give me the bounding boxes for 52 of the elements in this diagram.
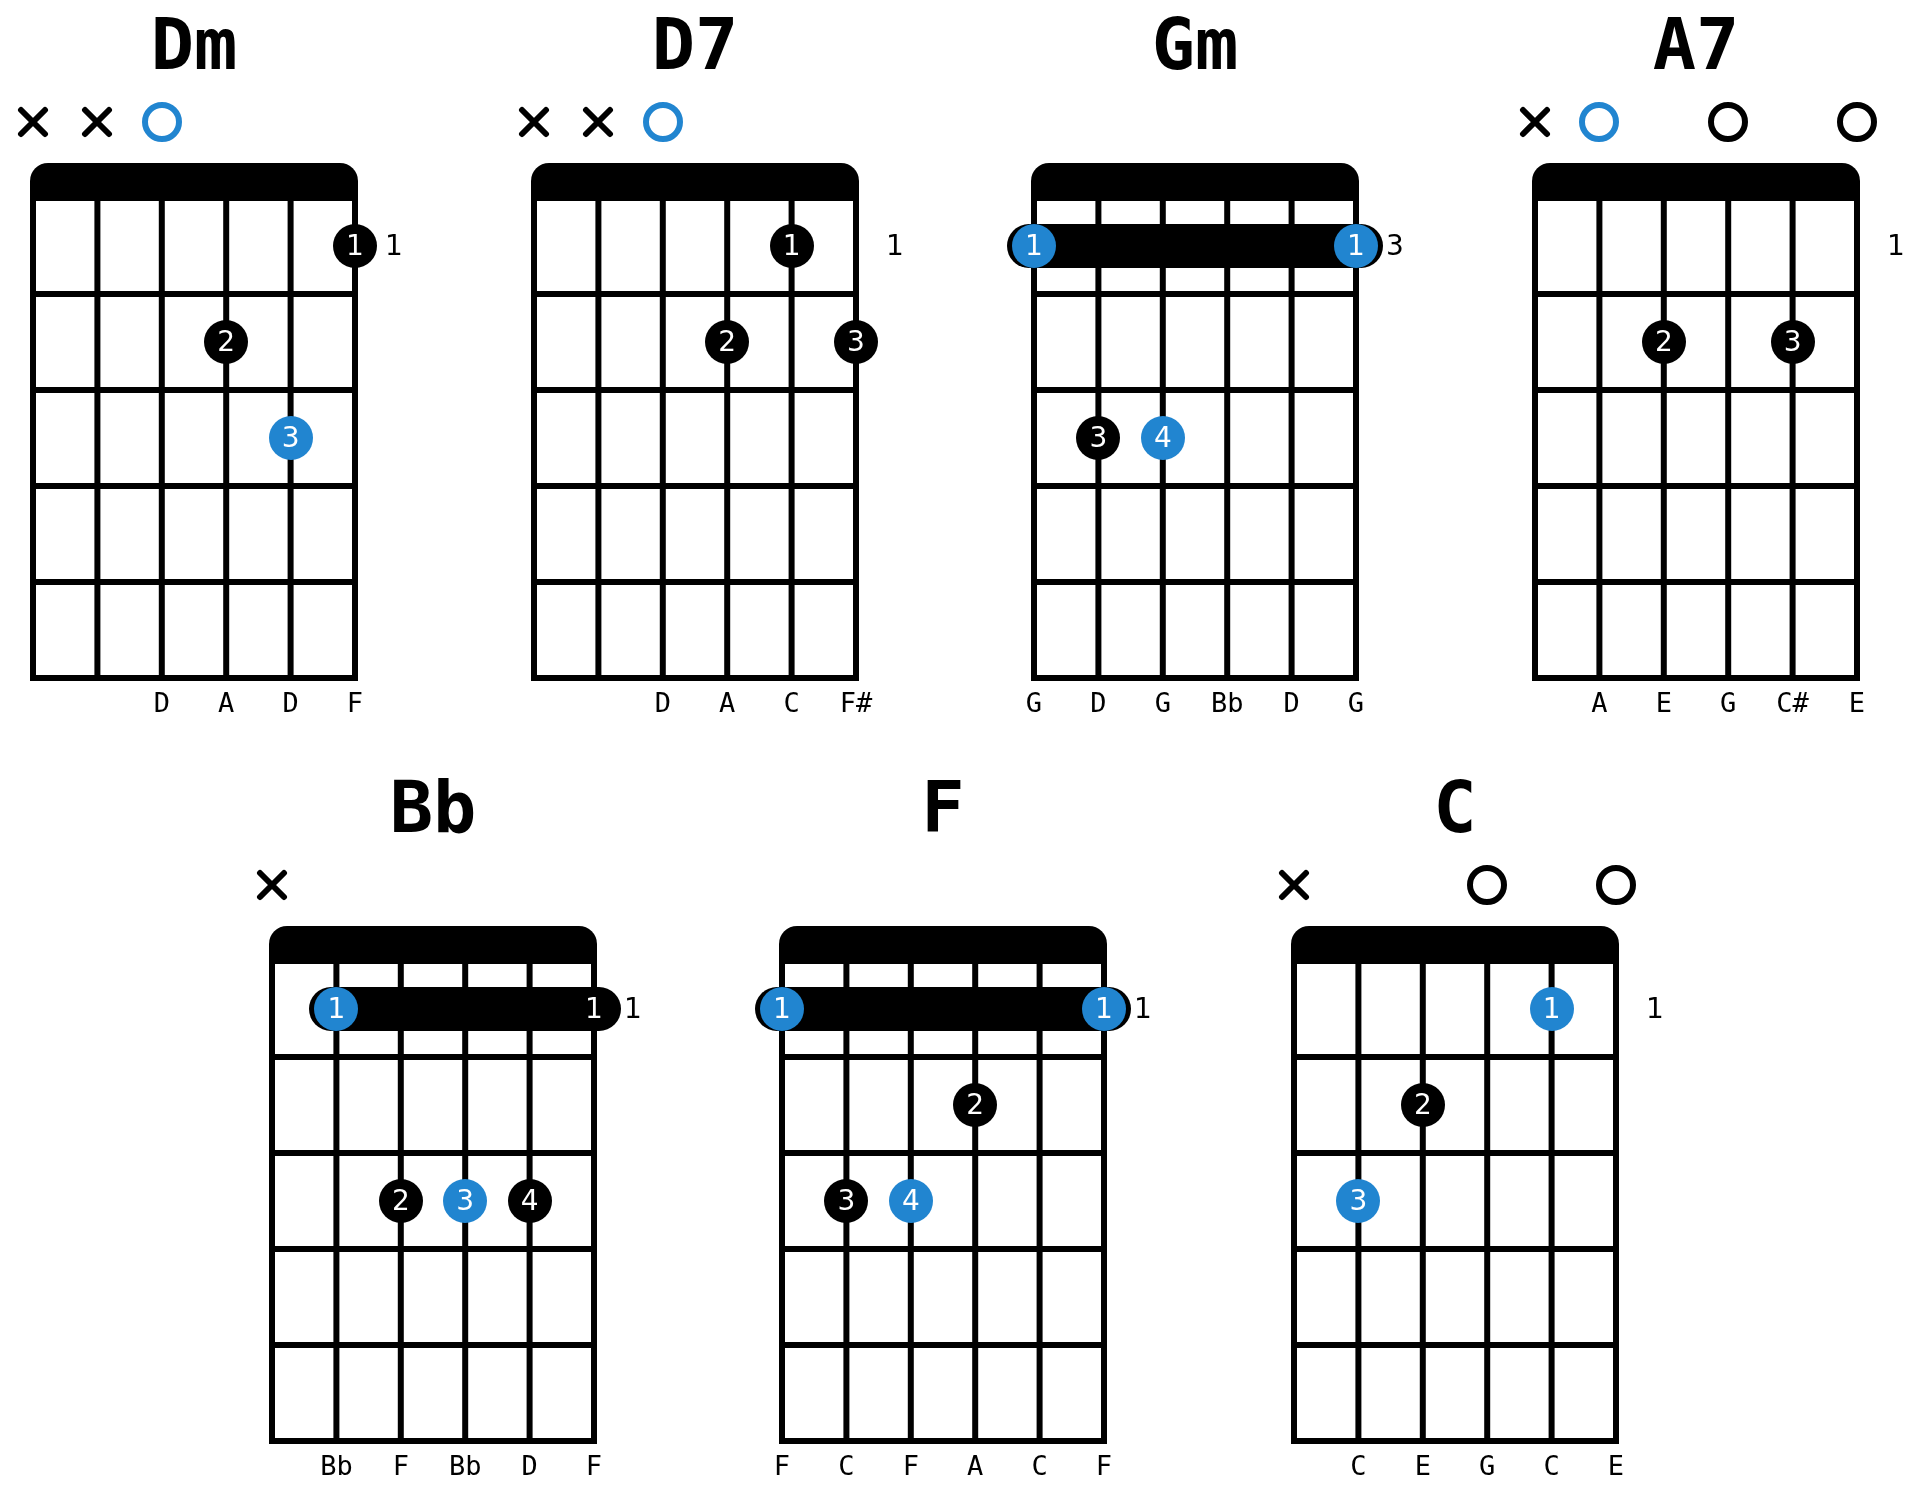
fret-number: 1 <box>385 232 403 260</box>
note-label: D <box>654 688 671 716</box>
chord-name: Bb <box>389 771 477 843</box>
note-label: F# <box>839 688 873 716</box>
fret-number: 1 <box>886 232 904 260</box>
note-label: D <box>282 688 299 716</box>
note-label: C# <box>1776 688 1809 716</box>
fret-number: 1 <box>624 995 642 1023</box>
note-label: G <box>1479 1451 1496 1479</box>
note-label: G <box>1347 688 1365 716</box>
note-label: F <box>1095 1451 1113 1479</box>
note-label: D <box>1090 688 1107 716</box>
note-label: C <box>1543 1451 1560 1479</box>
note-label: E <box>1655 688 1672 716</box>
note-label: F <box>902 1451 919 1479</box>
chord-name: Dm <box>150 8 238 80</box>
note-label: C <box>1031 1451 1048 1479</box>
barre-bar <box>1007 224 1383 268</box>
note-label: F <box>773 1451 791 1479</box>
note-label: E <box>1848 688 1866 716</box>
barre-bar <box>309 987 621 1031</box>
note-label: Bb <box>448 1451 482 1479</box>
note-label: C <box>1350 1451 1367 1479</box>
fret-number: 1 <box>1887 232 1905 260</box>
fret-number: 1 <box>1134 995 1152 1023</box>
note-label: F <box>392 1451 409 1479</box>
note-label: C <box>783 688 800 716</box>
fret-number: 3 <box>1386 232 1404 260</box>
note-label: E <box>1414 1451 1431 1479</box>
note-label: E <box>1607 1451 1625 1479</box>
note-label: C <box>838 1451 855 1479</box>
note-label: A <box>218 688 235 716</box>
barre-bar <box>755 987 1131 1031</box>
chord-name: F <box>921 771 965 843</box>
note-label: Bb <box>320 1451 353 1479</box>
chord-name: A7 <box>1652 8 1740 80</box>
note-label: A <box>967 1451 984 1479</box>
chord-name: C <box>1433 771 1477 843</box>
note-label: D <box>521 1451 538 1479</box>
fret-number: 1 <box>1646 995 1664 1023</box>
note-label: G <box>1154 688 1171 716</box>
note-label: D <box>153 688 170 716</box>
note-label: A <box>1591 688 1608 716</box>
note-label: Bb <box>1210 688 1244 716</box>
chord-name: Gm <box>1151 8 1239 80</box>
note-label: F <box>585 1451 603 1479</box>
note-label: G <box>1025 688 1043 716</box>
note-label: F <box>346 688 364 716</box>
note-label: G <box>1720 688 1737 716</box>
note-label: D <box>1283 688 1300 716</box>
note-label: A <box>719 688 736 716</box>
chord-name: D7 <box>651 8 739 80</box>
